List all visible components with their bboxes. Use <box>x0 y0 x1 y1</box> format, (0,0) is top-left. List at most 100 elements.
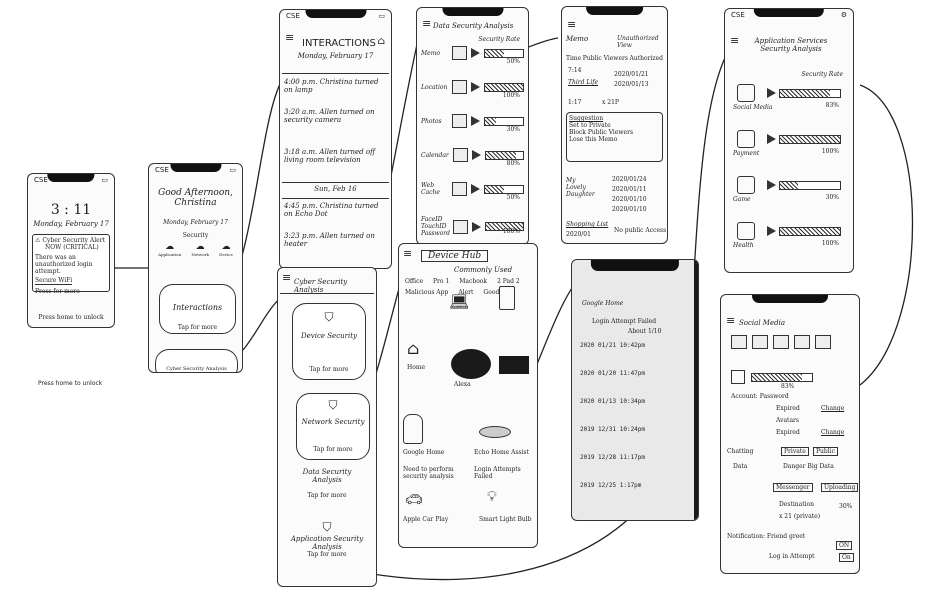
row-pct: 100% <box>502 228 520 235</box>
device-shortcut[interactable]: ☁Device <box>219 242 233 257</box>
login-log-entry[interactable]: 2019 12/31 10:24pm <box>580 426 646 433</box>
shortcut-label: Network <box>191 252 209 257</box>
social-media-phone: ≡ Social Media 83% Account: Password Exp… <box>720 294 860 574</box>
cyber-security-card[interactable]: Cyber Security Analysis <box>155 349 238 372</box>
health-icon[interactable] <box>737 222 755 240</box>
interaction-entry[interactable]: 3:20 a.m. Allen turned on security camer… <box>284 108 375 124</box>
row-icon <box>451 182 467 196</box>
application-shortcut[interactable]: ☁Application <box>158 242 181 257</box>
private-toggle[interactable]: Private <box>781 447 809 456</box>
interaction-entry[interactable]: 4:45 p.m. Christina turned on Echo Dot <box>284 202 379 218</box>
interaction-entry[interactable]: 4:00 p.m. Christina turned on lamp <box>284 78 379 94</box>
network-shortcut[interactable]: ☁Network <box>191 242 209 257</box>
app-tile[interactable] <box>752 335 768 349</box>
application-services-phone: CSE⚙ ≡ Application Services Security Ana… <box>724 8 854 273</box>
device-alexa[interactable]: Alexa <box>454 381 471 388</box>
data-security-card[interactable]: Data Security Analysis Tap for more <box>292 468 362 518</box>
arrow-icon <box>767 134 776 144</box>
row-pct: 100% <box>502 92 520 99</box>
interactions-phone: CSE▭ ≡ INTERACTIONS ⌂ Monday, February 1… <box>279 9 392 269</box>
device-macbook[interactable]: Macbook <box>459 278 488 285</box>
menu-icon[interactable]: ≡ <box>567 18 577 31</box>
settings-icon[interactable]: ⚙ <box>840 11 847 19</box>
shopping-list[interactable]: Shopping List <box>566 221 609 228</box>
carrier-label: CSE <box>34 176 48 184</box>
menu-icon[interactable]: ≡ <box>726 314 736 327</box>
change-button[interactable]: Change <box>821 405 845 412</box>
security-rate-header: Security Rate <box>801 71 843 78</box>
uploading-toggle[interactable]: Uploading <box>821 483 859 492</box>
device-home[interactable]: Home <box>407 364 426 371</box>
messenger-toggle[interactable]: Messenger <box>773 483 813 492</box>
row-label: Social Media <box>733 104 773 111</box>
home-date: Monday, February 17 <box>163 219 228 226</box>
memo-detail-phone: ≡ Memo Unauthorized View Time Public Vie… <box>561 6 668 244</box>
app-tile[interactable] <box>815 335 831 349</box>
notch <box>441 8 504 16</box>
device-pro1[interactable]: Pro 1 <box>433 278 450 285</box>
alert-more[interactable]: Press for more <box>35 288 80 295</box>
app-tile[interactable] <box>731 335 747 349</box>
date-4: 2020/01/10 <box>612 206 647 213</box>
menu-icon[interactable]: ≡ <box>403 247 413 260</box>
login-toggle[interactable]: On <box>839 553 854 562</box>
device-carplay[interactable]: Apple Car Play <box>403 516 449 523</box>
login-log-entry[interactable]: 2020 01/20 11:47pm <box>580 370 646 377</box>
app-tile[interactable] <box>794 335 810 349</box>
shop-date: 2020/01 <box>566 231 591 238</box>
alert-notification[interactable]: ⚠Cyber Security Alert NOW (CRITICAL) The… <box>32 234 110 295</box>
change-button-2[interactable]: Change <box>821 429 845 436</box>
third-life[interactable]: Third Life <box>568 79 599 86</box>
interaction-entry[interactable]: 3:18 a.m. Allen turned off living room t… <box>284 148 376 164</box>
data-security-row[interactable]: Memo <box>421 46 524 60</box>
login-log-entry[interactable]: 2019 12/25 1:17pm <box>580 482 642 489</box>
facebook-icon[interactable] <box>737 84 755 102</box>
alert-link[interactable]: Secure WiFi <box>35 277 73 285</box>
device-bulb[interactable]: Smart Light Bulb <box>479 516 532 523</box>
menu-icon[interactable]: ≡ <box>285 31 295 44</box>
device-office[interactable]: Office <box>405 278 424 285</box>
login-log-entry[interactable]: 2020 01/21 10:42pm <box>580 342 646 349</box>
option-block[interactable]: Block Public Viewers <box>569 129 634 136</box>
interactions-card[interactable]: Interactions Tap for more <box>159 284 236 334</box>
app-tile[interactable] <box>773 335 789 349</box>
device-echo[interactable]: Echo Home Assist <box>474 449 530 456</box>
menu-icon[interactable]: ≡ <box>282 271 292 284</box>
battery-icon: ▭ <box>378 12 385 20</box>
card-tap: Tap for more <box>309 366 349 373</box>
device-security-card[interactable]: ⛉ Device Security Tap for more <box>292 303 366 380</box>
row-label: FaceID TouchID Password <box>421 216 450 237</box>
network-security-card[interactable]: ⛉ Network Security Tap for more <box>296 393 370 460</box>
option-private[interactable]: Set to Private <box>569 122 611 129</box>
data-security-row[interactable]: FaceID TouchID Password <box>421 216 524 237</box>
public-toggle[interactable]: Public <box>813 447 838 456</box>
data-security-row[interactable]: Calendar <box>421 148 524 162</box>
rate-bar <box>779 180 841 190</box>
data-security-row[interactable]: Location <box>421 80 524 94</box>
device-ipad[interactable]: 2 Pad 2 <box>497 278 520 285</box>
interaction-entry[interactable]: 3:23 p.m. Allen turned on heater <box>284 232 375 248</box>
login-log-entry[interactable]: 2020 01/13 10:34pm <box>580 398 646 405</box>
login-log-entry[interactable]: 2019 12/28 11:17pm <box>580 454 646 461</box>
menu-icon[interactable]: ≡ <box>422 17 432 30</box>
cyber-analysis-phone: ≡ Cyber Security Analysis ⛉ Device Secur… <box>277 267 377 587</box>
shield-icon: ⛉ <box>322 520 332 534</box>
menu-icon[interactable]: ≡ <box>730 34 740 47</box>
data-security-row[interactable]: Web Cache <box>421 182 524 196</box>
payment-icon[interactable] <box>737 130 755 148</box>
facebook-icon <box>731 370 745 384</box>
user-icon[interactable]: ⌂ <box>377 36 385 47</box>
device-hub-phone: ≡ Device Hub Commonly Used Office Pro 1 … <box>398 243 538 548</box>
good-label: Good <box>483 289 500 296</box>
battery-icon: ▭ <box>101 176 108 184</box>
unlock-caption: Press home to unlock <box>38 380 103 387</box>
row-icon <box>453 219 468 234</box>
device-google-home[interactable]: Google Home <box>403 449 445 456</box>
application-security-card[interactable]: ⛉ Application Security Analysis Tap for … <box>288 520 366 580</box>
notch <box>47 174 95 182</box>
game-icon[interactable] <box>737 176 755 194</box>
data-security-row[interactable]: Photos <box>421 114 524 128</box>
my-lovely[interactable]: My Lovely Daughter <box>566 177 595 198</box>
option-lose[interactable]: Lose this Memo <box>569 136 618 143</box>
notification-toggle[interactable]: ON <box>836 541 853 550</box>
